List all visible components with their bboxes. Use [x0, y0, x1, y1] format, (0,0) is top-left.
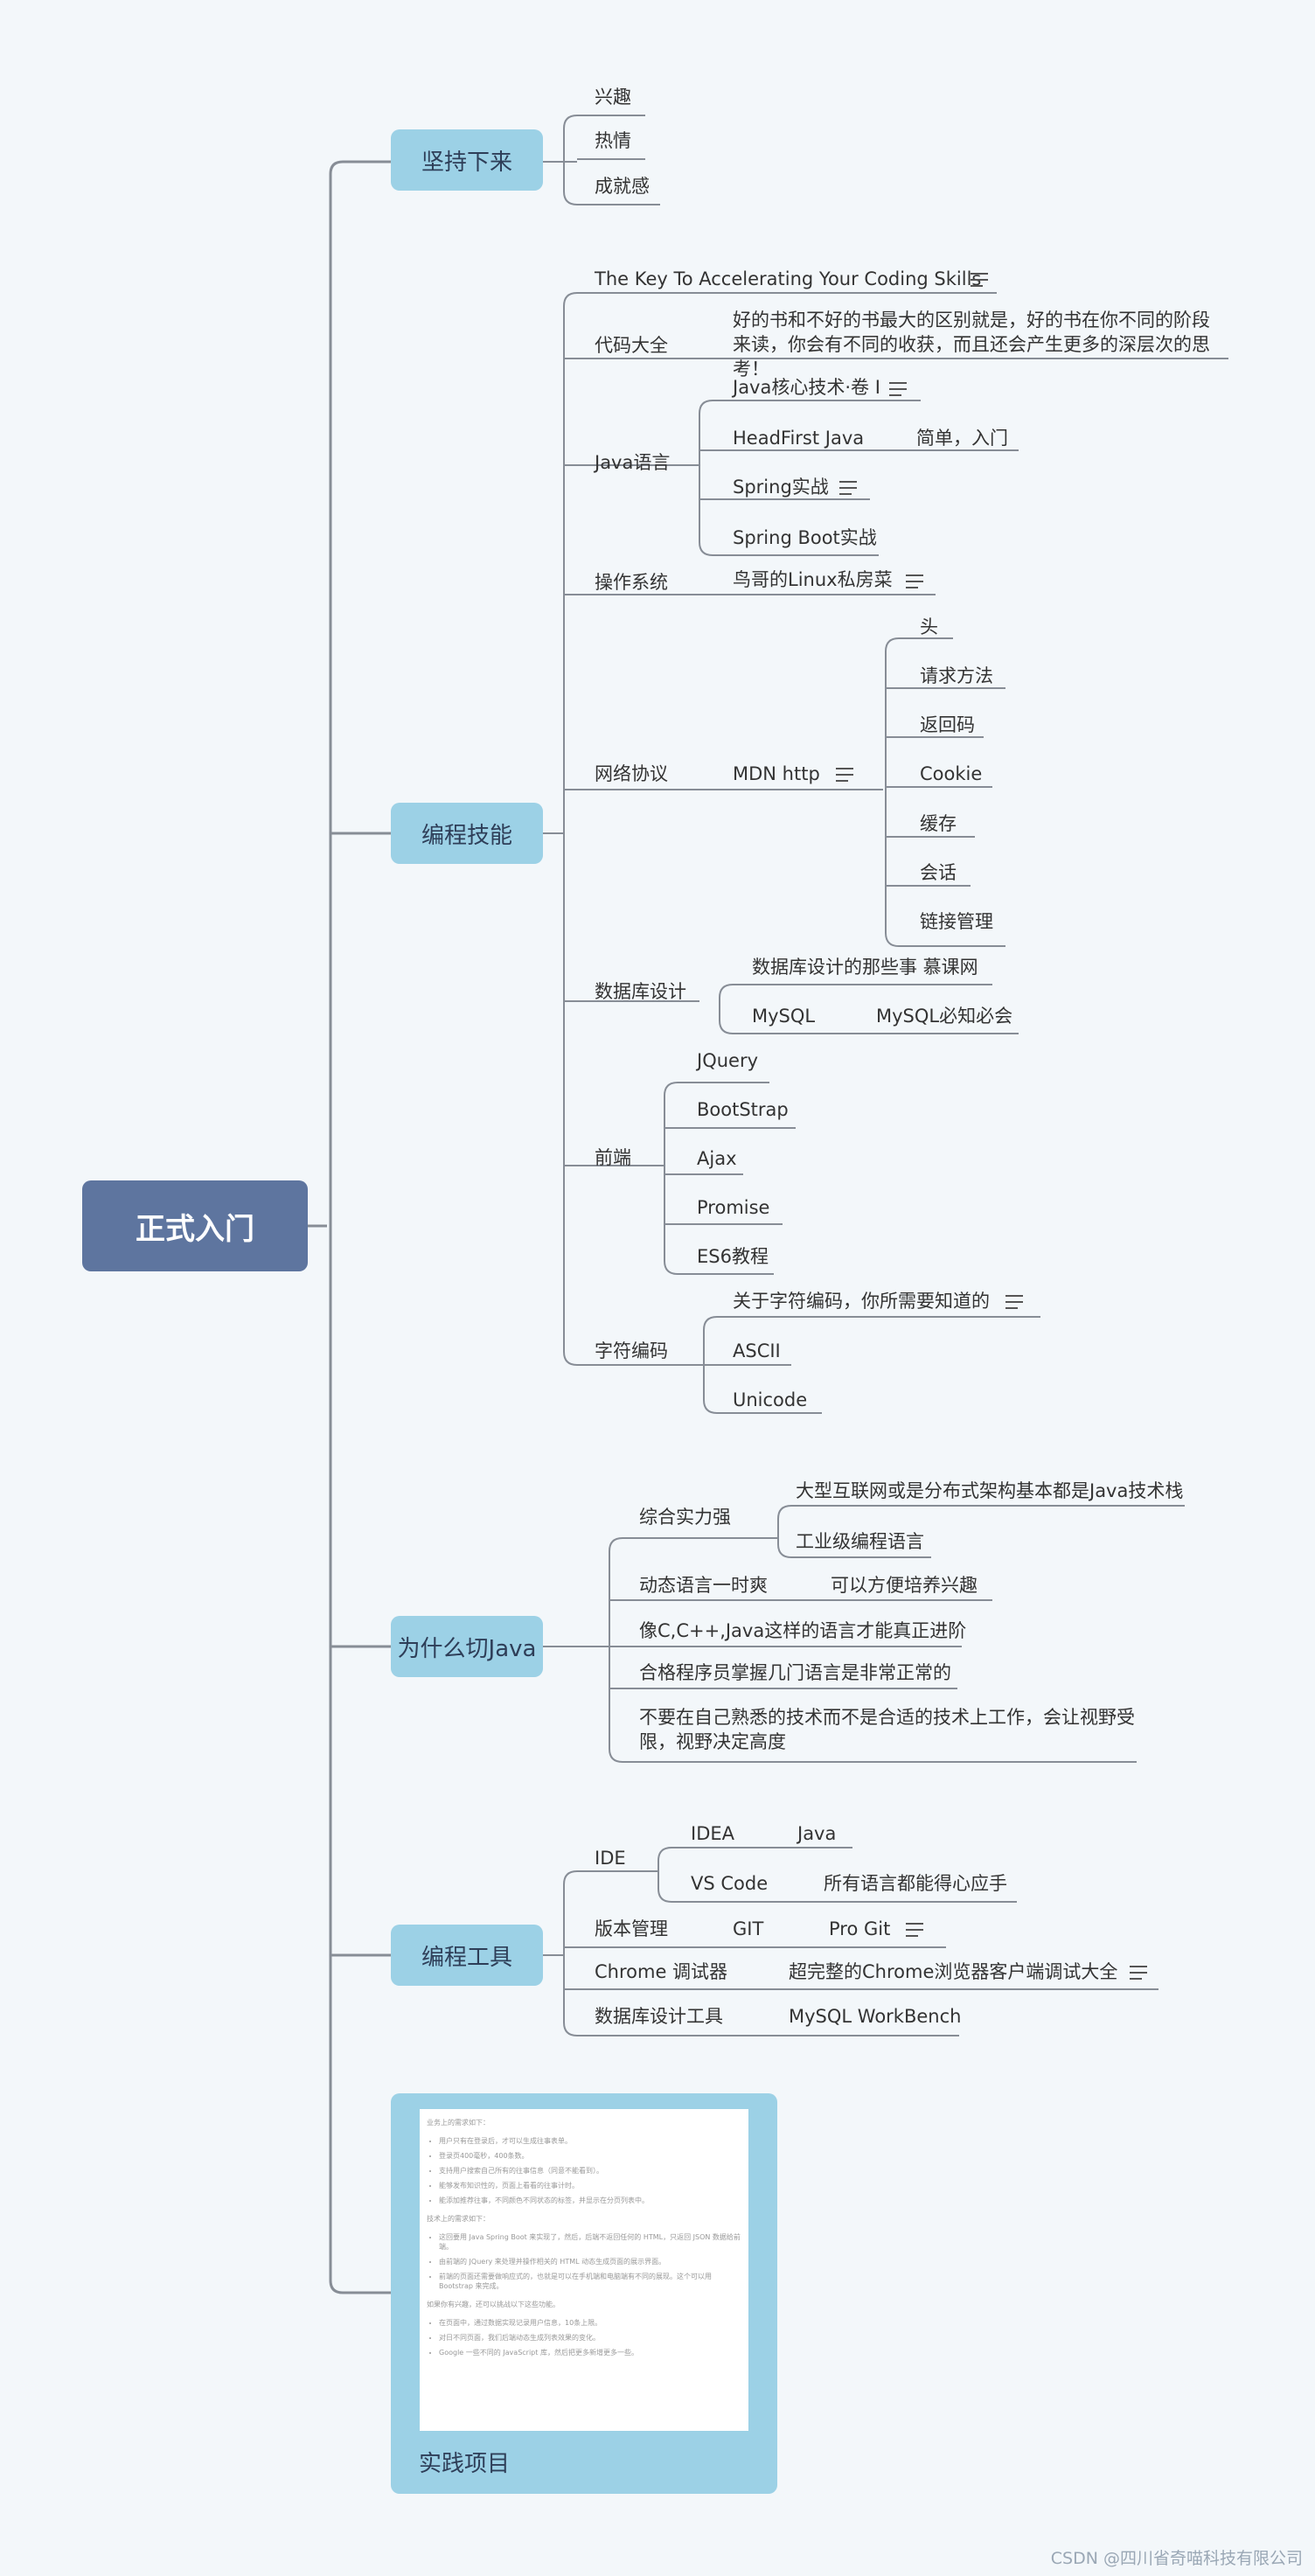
- leaf-interest: 兴趣: [595, 87, 631, 108]
- topic-database-design: 数据库设计: [595, 981, 686, 1002]
- http-header: 头: [920, 616, 938, 637]
- reason-strong: 综合实力强: [639, 1507, 731, 1528]
- practice-project-label: 实践项目: [419, 2451, 511, 2477]
- doc-item: 在页面中，通过数据实现记录用户信息，10条上限。: [439, 2318, 741, 2328]
- root-node[interactable]: 正式入门: [82, 1180, 308, 1271]
- tool-vscode: VS Code: [691, 1873, 769, 1894]
- book-spring-in-action: Spring实战: [733, 477, 829, 498]
- db-course: 数据库设计的那些事 慕课网: [752, 957, 978, 978]
- tool-pro-git: Pro Git: [829, 1918, 891, 1939]
- note-icon: [906, 1923, 923, 1937]
- book-spring-boot: Spring Boot实战: [733, 527, 877, 548]
- http-cookie: Cookie: [920, 763, 983, 784]
- http-cache: 缓存: [920, 813, 957, 834]
- note-icon: [836, 768, 853, 782]
- enc-article: 关于字符编码，你所需要知道的: [733, 1291, 990, 1312]
- doc-heading-extra: 如果你有兴趣，还可以挑战以下这些功能。: [427, 2301, 560, 2308]
- fe-promise: Promise: [697, 1197, 770, 1218]
- doc-heading-business: 业务上的需求如下：: [427, 2119, 490, 2127]
- mdn-http: MDN http: [733, 763, 820, 784]
- branch-tools[interactable]: 编程工具: [391, 1925, 543, 1986]
- note-icon: [906, 574, 923, 588]
- reason-multi-language: 合格程序员掌握几门语言是非常正常的: [639, 1662, 951, 1683]
- doc-item: 前端的页面还需要做响应式的，也就是可以在手机端和电脑端有不同的展现。这个可以用 …: [439, 2272, 741, 2291]
- doc-item: 能添加推荐往事，不同颜色不同状态的标签，并显示在分页列表中。: [439, 2196, 741, 2205]
- headfirst-note: 简单，入门: [916, 428, 1008, 449]
- doc-item: 用户只有在登录后，才可以生成往事表单。: [439, 2136, 741, 2146]
- enc-unicode: Unicode: [733, 1389, 808, 1410]
- reason-dynamic: 动态语言一时爽: [639, 1575, 768, 1596]
- topic-network-protocol: 网络协议: [595, 763, 668, 784]
- leaf-passion: 热情: [595, 130, 631, 151]
- tool-ide: IDE: [595, 1848, 626, 1869]
- fe-bootstrap: BootStrap: [697, 1099, 789, 1120]
- tool-vscode-note: 所有语言都能得心应手: [824, 1873, 1007, 1894]
- branch-coding-skills[interactable]: 编程技能: [391, 803, 543, 864]
- note-icon: [1005, 1295, 1023, 1309]
- doc-item: 登录页400毫秒，400条数。: [439, 2151, 741, 2161]
- tool-workbench: MySQL WorkBench: [789, 2006, 962, 2027]
- doc-item: 由前端的 JQuery 来处理并操作相关的 HTML 动态生成页面的展示界面。: [439, 2257, 741, 2266]
- db-mysql: MySQL: [752, 1006, 816, 1027]
- topic-frontend: 前端: [595, 1147, 631, 1168]
- doc-item: 对日不同页面，我们后端动态生成列表效果的变化。: [439, 2333, 741, 2343]
- book-key-to-accelerating: The Key To Accelerating Your Coding Skil…: [595, 268, 982, 289]
- project-document-thumbnail: 业务上的需求如下： 用户只有在登录后，才可以生成往事表单。 登录页400毫秒，4…: [420, 2109, 748, 2431]
- note-icon: [1130, 1966, 1147, 1980]
- tool-idea-note: Java: [797, 1823, 837, 1844]
- tool-chrome: Chrome 调试器: [595, 1961, 728, 1982]
- note-icon: [971, 273, 988, 287]
- book-core-java: Java核心技术·卷 I: [733, 377, 880, 398]
- code-complete-description: 好的书和不好的书最大的区别就是，好的书在你不同的阶段来读，你会有不同的收获，而且…: [733, 310, 1210, 379]
- reason-strong-industrial: 工业级编程语言: [796, 1531, 924, 1552]
- reason-c-cpp: 像C,C++,Java这样的语言才能真正进阶: [639, 1620, 967, 1641]
- topic-java-language: Java语言: [595, 452, 671, 473]
- http-session: 会话: [920, 862, 957, 883]
- enc-ascii: ASCII: [733, 1340, 781, 1361]
- topic-character-encoding: 字符编码: [595, 1340, 668, 1361]
- http-connection: 链接管理: [920, 911, 993, 932]
- book-headfirst-java: HeadFirst Java: [733, 428, 865, 449]
- tool-idea: IDEA: [691, 1823, 734, 1844]
- book-linux: 鸟哥的Linux私房菜: [733, 569, 893, 590]
- http-methods: 请求方法: [920, 665, 993, 686]
- reason-strong-internet: 大型互联网或是分布式架构基本都是Java技术栈: [796, 1480, 1184, 1501]
- reason-dynamic-note: 可以方便培养兴趣: [831, 1575, 978, 1596]
- doc-item: 这回要用 Java Spring Boot 来实现了，然后，后端不返回任何的 H…: [439, 2232, 741, 2252]
- doc-item: Google 一些不同的 JavaScript 库，然后把更多新增更多一些。: [439, 2348, 741, 2357]
- doc-item: 支持用户搜索自己所有的往事信息（同意不能看到）。: [439, 2166, 741, 2176]
- tool-db-design: 数据库设计工具: [595, 2006, 723, 2027]
- tool-vcs: 版本管理: [595, 1918, 668, 1939]
- note-icon: [839, 481, 857, 495]
- topic-operating-system: 操作系统: [595, 572, 668, 593]
- http-status-codes: 返回码: [920, 714, 975, 735]
- leaf-achievement: 成就感: [595, 176, 650, 197]
- doc-item: 能够发布知识性的，页面上看看的往事计时。: [439, 2181, 741, 2190]
- tool-git: GIT: [733, 1918, 764, 1939]
- reason-right-tech: 不要在自己熟悉的技术而不是合适的技术上工作，会让视野受限，视野决定高度: [639, 1707, 1135, 1752]
- branch-why-java[interactable]: 为什么切Java: [391, 1616, 543, 1677]
- note-icon: [889, 382, 907, 396]
- db-mysql-book: MySQL必知必会: [876, 1006, 1013, 1027]
- branch-keep-going[interactable]: 坚持下来: [391, 129, 543, 191]
- fe-jquery: JQuery: [697, 1050, 759, 1071]
- fe-es6: ES6教程: [697, 1246, 769, 1267]
- tool-chrome-note: 超完整的Chrome浏览器客户端调试大全: [789, 1961, 1118, 1982]
- fe-ajax: Ajax: [697, 1148, 737, 1169]
- topic-code-complete: 代码大全: [595, 335, 668, 356]
- watermark: CSDN @四川省奇喵科技有限公司: [1050, 2549, 1303, 2568]
- doc-heading-tech: 技术上的需求如下：: [427, 2215, 490, 2223]
